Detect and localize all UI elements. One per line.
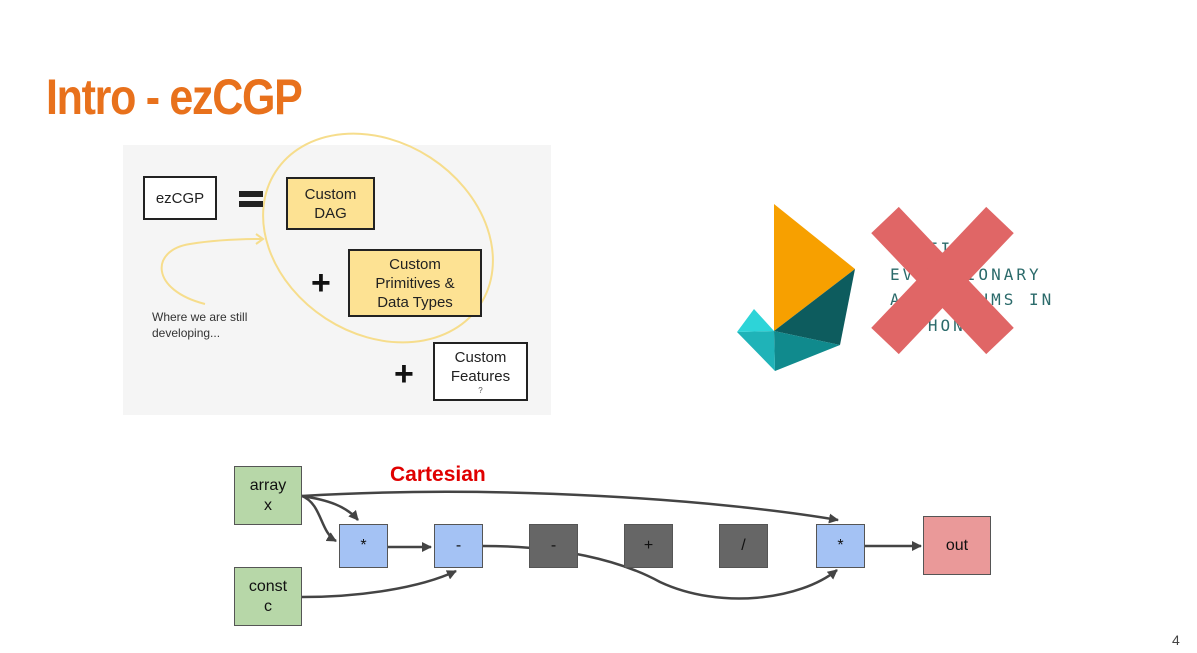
curved-arrow bbox=[160, 238, 263, 305]
node-multiply-1: * bbox=[339, 524, 388, 568]
custom-dag-box: Custom DAG bbox=[286, 177, 375, 230]
library-logo-icon bbox=[737, 204, 855, 371]
node-output: out bbox=[923, 516, 991, 575]
node-subtract-1: - bbox=[434, 524, 483, 568]
custom-features-box: Custom Features ? bbox=[433, 342, 528, 401]
node-divide: / bbox=[719, 524, 768, 568]
node-const-c: const c bbox=[234, 567, 302, 626]
plus-sign-features: + bbox=[394, 355, 414, 393]
node-add: + bbox=[624, 524, 673, 568]
page-number: 4 bbox=[1172, 632, 1180, 648]
custom-features-label: Custom Features bbox=[450, 349, 511, 385]
equals-sign-top bbox=[239, 191, 263, 197]
plus-sign-primitives: + bbox=[311, 264, 331, 302]
page-title: Intro - ezCGP bbox=[46, 69, 303, 125]
red-x-icon bbox=[871, 206, 1014, 355]
ezcgp-box: ezCGP bbox=[143, 176, 217, 220]
node-subtract-2: - bbox=[529, 524, 578, 568]
node-multiply-2: * bbox=[816, 524, 865, 568]
node-array-x: array x bbox=[234, 466, 302, 525]
cartesian-label: Cartesian bbox=[390, 463, 486, 486]
question-mark: ? bbox=[478, 386, 483, 395]
equals-sign-bottom bbox=[239, 201, 263, 207]
custom-primitives-box: Custom Primitives & Data Types bbox=[348, 249, 482, 317]
developing-note: Where we are still developing... bbox=[152, 310, 248, 340]
